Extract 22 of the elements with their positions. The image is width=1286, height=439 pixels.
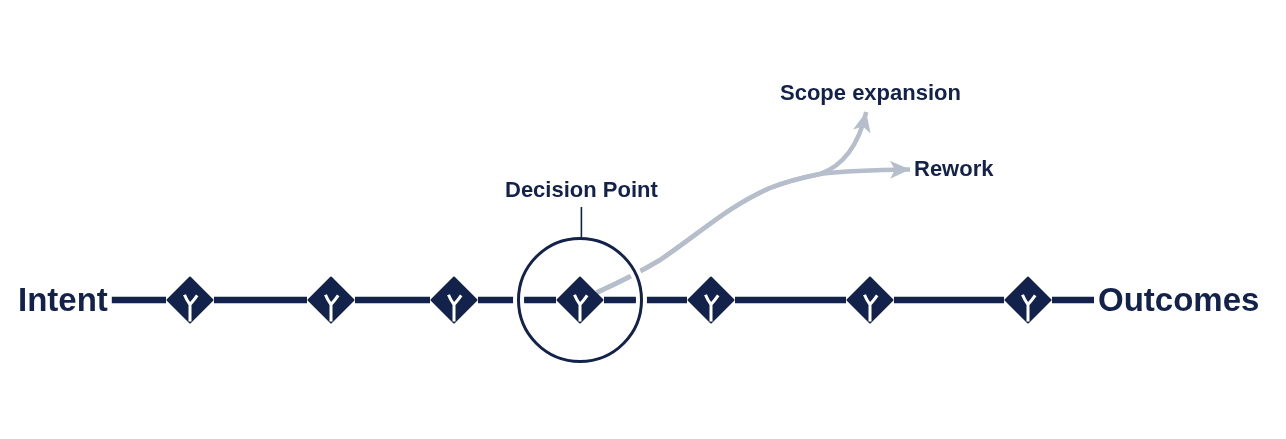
connector-line <box>111 296 166 304</box>
outcome-label: Rework <box>914 156 994 182</box>
leader-line <box>580 206 583 238</box>
diamond-marker <box>430 276 478 324</box>
diamond-marker <box>846 276 894 324</box>
diamond-marker <box>687 276 735 324</box>
connector-line <box>894 296 1004 304</box>
diamond-marker <box>1004 276 1052 324</box>
arrow <box>595 160 911 295</box>
end-label: Outcomes <box>1098 282 1260 318</box>
connector-line <box>478 296 556 304</box>
diamond-marker <box>307 276 355 324</box>
callout-label: Decision Point <box>505 177 658 203</box>
connector-line <box>214 296 307 304</box>
outcome-label: Scope expansion <box>780 78 961 108</box>
connector-line <box>604 296 687 304</box>
diamond-marker <box>166 276 214 324</box>
connector-line <box>735 296 846 304</box>
highlight-circle <box>517 237 643 363</box>
diamond-marker <box>556 276 604 324</box>
start-label: Intent <box>18 282 108 318</box>
connector-line <box>355 296 430 304</box>
